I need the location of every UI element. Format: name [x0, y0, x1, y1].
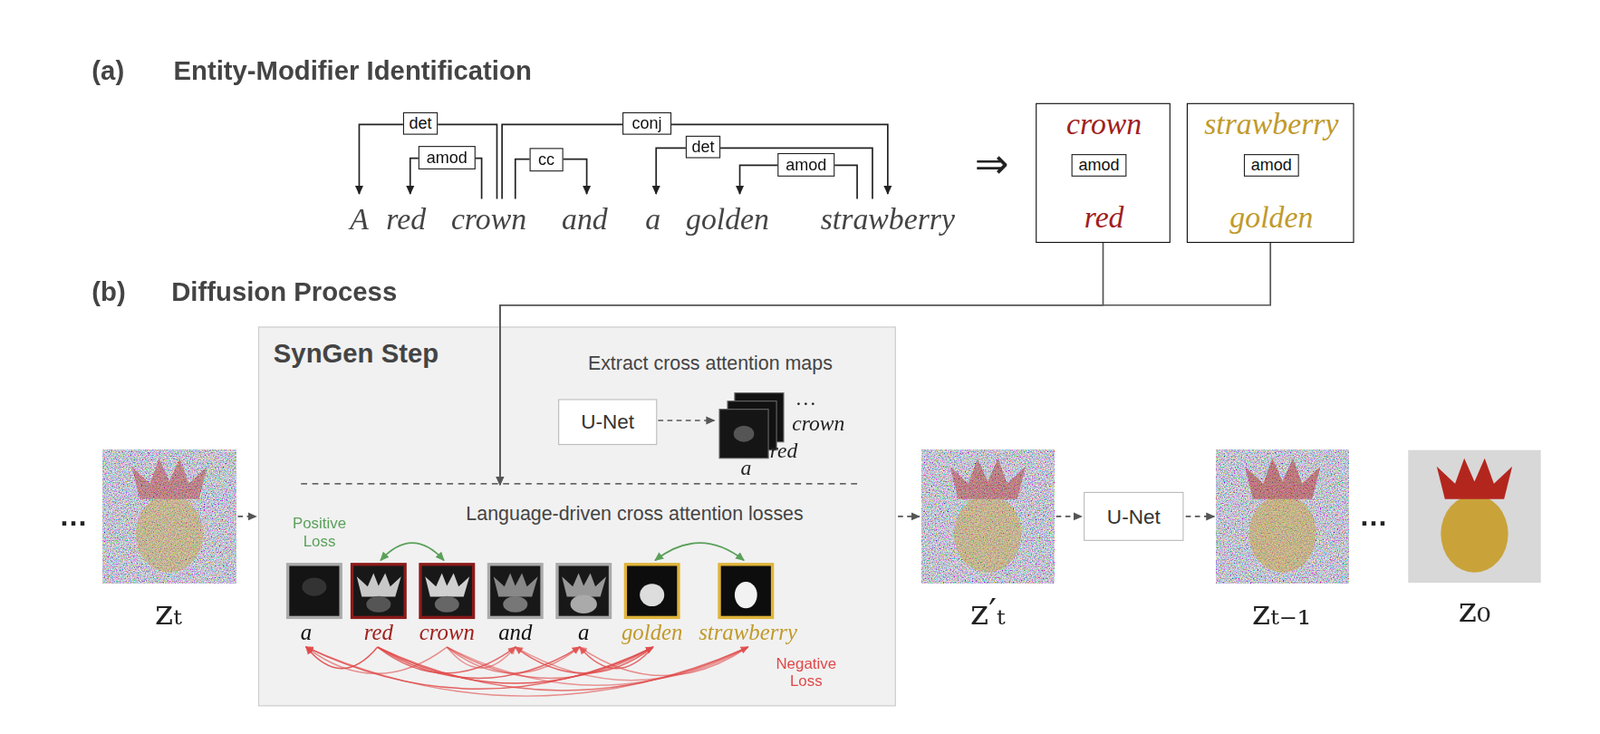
sentence-word: a	[645, 202, 661, 237]
node-text: amod	[1251, 155, 1292, 174]
latent-label: z₀	[1458, 588, 1492, 630]
unet-box: U-Net	[1083, 491, 1184, 541]
dependency-label: det	[403, 112, 438, 135]
node-text: det	[691, 137, 714, 156]
node-text: red	[1084, 201, 1125, 233]
node-text: Language-driven cross attention losses	[465, 503, 803, 524]
sentence-word: strawberry	[820, 202, 955, 237]
map-label: red	[770, 438, 799, 464]
node-text: Extract cross attention maps	[587, 353, 833, 374]
unet-box: U-Net	[558, 398, 657, 445]
token-label: golden	[621, 619, 683, 646]
token-label: and	[498, 619, 532, 646]
dependency-label: det	[685, 135, 721, 159]
panel-label: (b)	[91, 276, 126, 309]
token-label: a	[300, 619, 312, 646]
dependency-arcs	[358, 124, 887, 199]
dependency-label: amod	[418, 145, 476, 170]
loss-label: Negative Loss	[769, 654, 843, 689]
implies-symbol: ⇒	[974, 139, 1010, 187]
token-label: strawberry	[698, 619, 798, 646]
sentence-word: and	[561, 202, 608, 237]
dependency-label: amod	[777, 153, 835, 177]
token-label: crown	[419, 619, 475, 646]
node-text: strawberry	[1204, 107, 1339, 140]
dependency-label: conj	[622, 112, 672, 135]
node-text: conj	[632, 114, 663, 133]
sentence-word: golden	[685, 202, 770, 237]
positive-loss-arcs	[380, 542, 744, 560]
token-label: a	[578, 619, 589, 646]
negative-loss-arcs	[306, 646, 749, 696]
node-text: crown	[1066, 107, 1142, 140]
node-text: amod	[426, 148, 468, 167]
sentence-word: red	[385, 202, 426, 237]
node-text: det	[408, 114, 432, 133]
node-text: golden	[1229, 201, 1313, 233]
token-label: red	[364, 619, 394, 646]
attention-thumbnails	[288, 564, 773, 618]
ellipsis: …	[58, 500, 88, 533]
connector-arrow	[500, 242, 1271, 485]
panel-title: Entity-Modifier Identification	[173, 55, 531, 87]
entity-box: strawberry golden amod	[1186, 103, 1355, 243]
node-text: amod	[1078, 155, 1119, 174]
latent-label: zₜ₋₁	[1252, 591, 1311, 633]
connector-arrow	[500, 242, 1104, 485]
map-label: crown	[791, 410, 845, 436]
node-text: amod	[785, 155, 827, 174]
sentence-word: crown	[451, 202, 527, 237]
loss-label: Positive Loss	[282, 514, 357, 550]
relation-label: amod	[1243, 154, 1300, 177]
sentence-word: A	[349, 202, 369, 237]
node-text: U-Net	[580, 410, 635, 434]
map-label: a	[740, 455, 752, 482]
entity-box: crown red amod	[1035, 103, 1171, 243]
panel-label: (a)	[91, 55, 125, 87]
node-text: SynGen Step	[273, 339, 439, 368]
latent-label: zₜ	[154, 591, 183, 633]
node-text: cc	[538, 150, 555, 169]
map-label: …	[796, 385, 816, 411]
panel-title: Diffusion Process	[171, 276, 397, 309]
dependency-label: cc	[530, 147, 564, 172]
node-text: U-Net	[1107, 504, 1161, 529]
ellipsis: …	[1359, 500, 1388, 533]
latent-label: z′ₜ	[970, 591, 1005, 633]
relation-label: amod	[1071, 154, 1128, 177]
syngen-step-panel: SynGen Step Extract cross attention mapsL…	[258, 326, 897, 706]
